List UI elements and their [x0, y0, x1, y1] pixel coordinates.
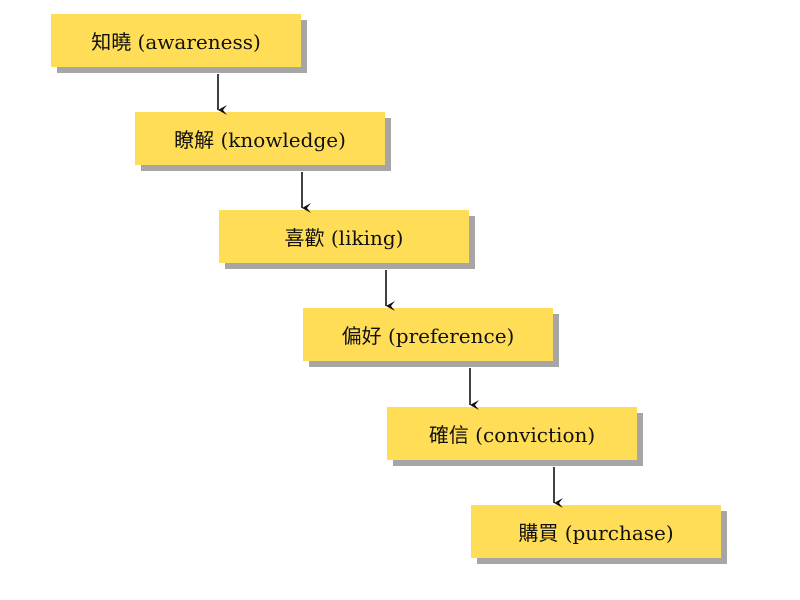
- step-label-awareness: 知曉 (awareness): [51, 14, 301, 67]
- step-knowledge: 瞭解 (knowledge): [135, 112, 391, 171]
- step-preference: 偏好 (preference): [303, 308, 559, 367]
- step-liking: 喜歡 (liking): [219, 210, 475, 269]
- step-awareness: 知曉 (awareness): [51, 14, 307, 73]
- step-label-preference: 偏好 (preference): [303, 308, 553, 361]
- step-label-conviction: 確信 (conviction): [387, 407, 637, 460]
- step-label-knowledge: 瞭解 (knowledge): [135, 112, 385, 165]
- step-label-purchase: 購買 (purchase): [471, 505, 721, 558]
- step-conviction: 確信 (conviction): [387, 407, 643, 466]
- step-label-liking: 喜歡 (liking): [219, 210, 469, 263]
- step-purchase: 購買 (purchase): [471, 505, 727, 564]
